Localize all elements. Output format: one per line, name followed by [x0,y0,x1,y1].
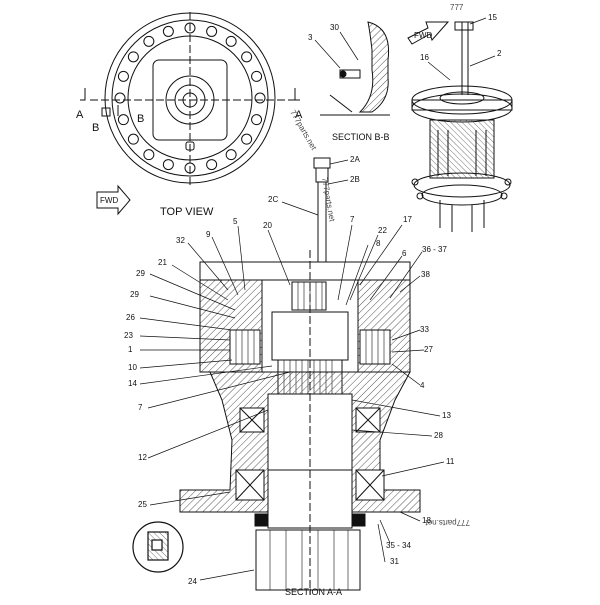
section-aa-view [179,250,421,595]
bolt-hole [162,159,174,171]
shaft-assembly [312,157,332,263]
callout-25: 25 [138,500,147,509]
watermark-top: 777parts.net [288,109,318,153]
callout-36-37: 36 - 37 [422,245,447,254]
callout-31: 31 [390,557,399,566]
callout-9: 9 [206,230,211,239]
bolt-hole [127,133,139,145]
callout-2a: 2A [350,155,360,164]
bolt-hole [117,70,129,82]
callout-3: 3 [308,33,313,42]
top-view [80,12,300,185]
bolt-hole [127,51,139,63]
caption-section-bb: SECTION B-B [332,132,390,142]
callout-22: 22 [378,226,387,235]
callout-33: 33 [420,325,429,334]
bolt-hole [206,25,218,37]
bolt-hole [251,114,263,126]
bolt-hole [143,149,155,161]
callout-2: 2 [497,49,502,58]
callout-32: 32 [176,236,185,245]
section-bb-view [320,21,390,116]
callout-4: 4 [420,381,425,390]
callout-23: 23 [124,331,133,340]
callout-35-34: 35 - 34 [386,541,411,550]
bolt-hole [241,133,253,145]
callout-11: 11 [446,457,455,466]
callout-21: 21 [158,258,167,267]
callout-26: 26 [126,313,135,322]
fwd-arrow-iso-view: FWD [407,21,450,45]
bolt-ring [114,22,266,174]
callout-leaders [139,224,445,581]
callout-14: 14 [128,379,137,388]
section-mark-a-right: A [295,109,303,121]
callout-17: 17 [403,215,412,224]
section-mark-b-left: B [92,122,99,134]
callout-28: 28 [434,431,443,440]
callout-27: 27 [424,345,433,354]
caption-top-view: TOP VIEW [160,206,214,218]
bolt-hole [162,25,174,37]
callout-8: 8 [376,239,381,248]
section-mark-a-left: A [76,109,84,121]
fwd-arrow-top-view: FWD [96,184,131,216]
callout-12: 12 [138,453,147,462]
callout-6: 6 [402,249,407,258]
callout-10: 10 [128,363,137,372]
callout-20: 20 [263,221,272,230]
callout-30: 30 [330,23,339,32]
bolt-hole [241,51,253,63]
watermark-bottom: 777parts.net [425,518,470,527]
svg-text:FWD: FWD [414,31,432,40]
watermark-iso: 777 [450,3,464,12]
detail-circle [132,521,184,573]
section-mark-b-right: B [137,113,144,125]
callout-24: 24 [188,577,197,586]
iso-view [411,21,513,232]
callout-38: 38 [421,270,430,279]
callout-7-top: 7 [350,215,355,224]
bolt-hole [251,70,263,82]
callout-15: 15 [488,13,497,22]
svg-text:FWD: FWD [100,196,118,205]
callout-29-a: 29 [136,269,145,278]
callout-7-bottom: 7 [138,403,143,412]
bolt-hole [117,114,129,126]
callout-5: 5 [233,217,238,226]
bolt-hole [114,92,126,104]
bolt-hole [143,35,155,47]
bolt-hole [206,159,218,171]
caption-section-aa: SECTION A-A [285,587,342,597]
bolt-hole [225,149,237,161]
bolt-hole [225,35,237,47]
callout-29-b: 29 [130,290,139,299]
callout-1: 1 [128,345,133,354]
bolt-hole [254,92,266,104]
callout-18: 18 [422,516,431,525]
callout-2b: 2B [350,175,360,184]
callout-2c: 2C [268,195,278,204]
callout-16: 16 [420,53,429,62]
callout-13: 13 [442,411,451,420]
